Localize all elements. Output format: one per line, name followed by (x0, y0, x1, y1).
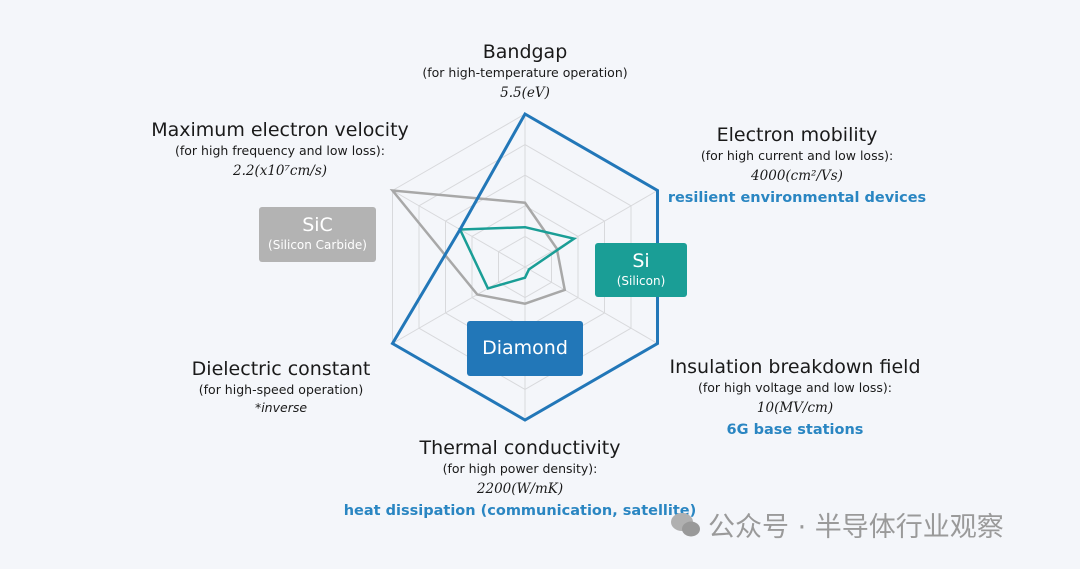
axis-title: Electron mobility (716, 124, 878, 146)
axis-label-insulation: Insulation breakdown field (for high vol… (669, 355, 920, 441)
legend-diamond: Diamond (467, 321, 583, 376)
axis-note: (for high-temperature operation) (422, 65, 628, 80)
axis-value: *inverse (254, 400, 308, 415)
watermark: 公众号 · 半导体行业观察 (670, 505, 1004, 544)
watermark-text: 公众号 · 半导体行业观察 (708, 512, 1004, 543)
legend-full-name: (Silicon) (616, 274, 666, 288)
axis-value: 5.5(eV) (500, 85, 550, 101)
axis-title: Insulation breakdown field (669, 356, 921, 378)
axis-title: Thermal conductivity (419, 437, 621, 459)
series-si (458, 225, 578, 290)
axis-label-dielectric: Dielectric constant (for high-speed oper… (192, 357, 371, 417)
axis-note: (for high current and low loss): (700, 148, 894, 163)
series-diamond (390, 111, 660, 422)
axis-note: (for high frequency and low loss): (175, 143, 385, 158)
legend-sic: SiC (Silicon Carbide) (259, 207, 376, 262)
legend-full-name: (Silicon Carbide) (268, 238, 367, 252)
grid-spoke (392, 266, 526, 344)
axis-application: heat dissipation (communication, satelli… (343, 503, 697, 519)
legend-name: Si (632, 250, 650, 272)
axis-label-electron-mobility: Electron mobility (for high current and … (668, 123, 926, 209)
axis-value: 2200(W/mK) (476, 481, 564, 497)
axis-title: Bandgap (482, 41, 568, 63)
legend-name: SiC (302, 214, 333, 236)
axis-note: (for high power density): (442, 461, 598, 476)
axis-note: (for high voltage and low loss): (698, 380, 892, 395)
axis-label-thermal: Thermal conductivity (for high power den… (344, 436, 697, 522)
grid-spoke (524, 266, 658, 344)
axis-note: (for high-speed operation) (198, 382, 364, 397)
axis-value: 10(MV/cm) (756, 400, 834, 416)
axis-title: Maximum electron velocity (151, 119, 409, 141)
legend-name: Diamond (482, 337, 568, 359)
axis-value: 4000(cm²/Vs) (751, 168, 843, 184)
wechat-icon (671, 512, 700, 536)
axis-application: resilient environmental devices (667, 190, 927, 206)
series-sic (389, 188, 567, 306)
grid-spoke (524, 190, 658, 268)
legend-si: Si (Silicon) (595, 243, 687, 297)
axis-title: Dielectric constant (191, 358, 371, 380)
axis-label-bandgap: Bandgap (for high-temperature operation)… (422, 40, 627, 104)
axis-label-velocity: Maximum electron velocity (for high freq… (151, 118, 409, 182)
axis-application: 6G base stations (726, 422, 864, 438)
axis-value: 2.2(x10⁷cm/s) (232, 163, 328, 179)
